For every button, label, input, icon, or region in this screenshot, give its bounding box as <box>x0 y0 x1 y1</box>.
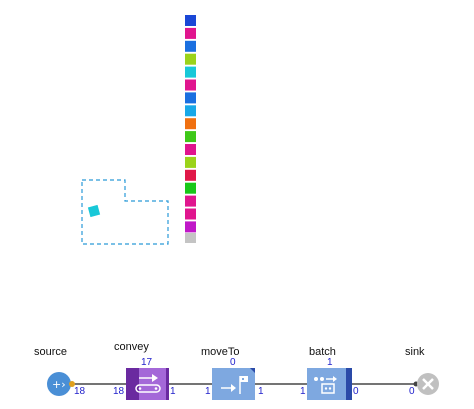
batch-icon <box>314 376 337 394</box>
batch-block[interactable] <box>307 368 352 400</box>
stacked-agent[interactable] <box>185 79 196 91</box>
stacked-agent[interactable] <box>185 15 196 26</box>
source-label: source <box>34 346 68 358</box>
convey-out-count: 1 <box>170 386 176 397</box>
stacked-agent[interactable] <box>185 208 196 220</box>
batch-top-count: 1 <box>327 357 333 368</box>
sink-block[interactable] <box>413 373 440 395</box>
stacked-agent[interactable] <box>185 105 196 117</box>
conveyor-icon <box>135 374 161 393</box>
stacked-agent[interactable] <box>185 156 196 168</box>
moveTo-label: moveTo <box>201 346 240 358</box>
source-block[interactable]: +› <box>47 372 75 396</box>
stacked-agent[interactable] <box>185 27 196 39</box>
sink-icon <box>422 378 434 390</box>
convey-top-count: 17 <box>141 357 153 368</box>
stacked-agent[interactable] <box>185 118 196 130</box>
stacked-agent[interactable] <box>185 144 196 155</box>
stacked-agent[interactable] <box>185 182 196 194</box>
stacked-agent[interactable] <box>185 66 196 78</box>
move-to-icon <box>221 376 248 394</box>
moveTo-out-count: 1 <box>258 386 264 397</box>
convey-block[interactable] <box>126 368 169 400</box>
convey-in-count: 18 <box>113 386 125 397</box>
node-area[interactable] <box>81 179 169 245</box>
stacked-agent[interactable] <box>185 92 196 104</box>
batch-in-count: 1 <box>300 386 306 397</box>
stack-base <box>185 233 196 243</box>
stacked-agent[interactable] <box>185 131 196 143</box>
stacked-agent[interactable] <box>185 169 196 181</box>
agent-marker[interactable] <box>87 204 101 218</box>
source-out-count: 18 <box>74 386 86 397</box>
stacked-agent[interactable] <box>185 40 196 52</box>
moveTo-block[interactable] <box>212 368 255 400</box>
agent-stack <box>185 15 196 233</box>
moveTo-in-count: 1 <box>205 386 211 397</box>
source-icon: +› <box>52 378 66 391</box>
moveTo-top-count: 0 <box>230 357 236 368</box>
stacked-agent[interactable] <box>185 53 196 65</box>
convey-label: convey <box>114 341 149 353</box>
sink-label: sink <box>405 346 425 358</box>
batch-label: batch <box>309 346 336 358</box>
stacked-agent[interactable] <box>185 195 196 207</box>
sink-in-count: 0 <box>409 386 415 397</box>
batch-out-count: 0 <box>353 386 359 397</box>
stacked-agent[interactable] <box>185 221 196 233</box>
